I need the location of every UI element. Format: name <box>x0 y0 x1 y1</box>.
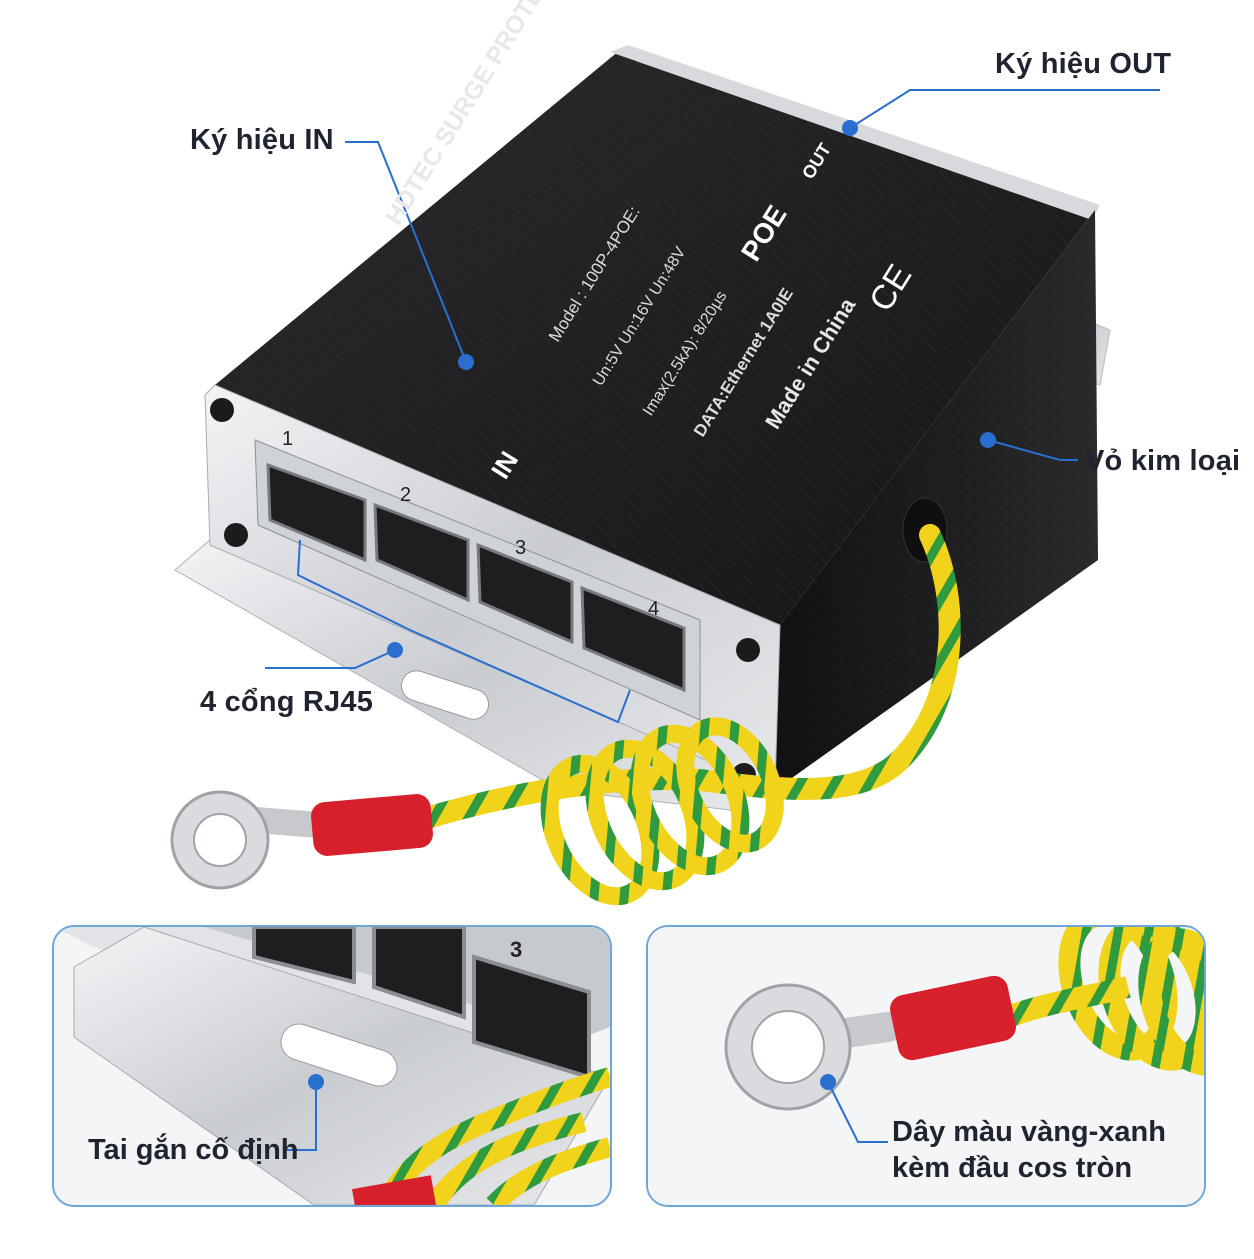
inset-ground-cable: Dây màu vàng-xanh kèm đầu cos tròn <box>646 925 1206 1207</box>
port-number-4: 4 <box>648 598 660 620</box>
inset-cable-label-line2: kèm đầu cos tròn <box>892 1152 1133 1184</box>
ground-cable-closeup <box>648 927 1204 1205</box>
inset-mounting-ear-label: Tai gắn cố định <box>88 1134 299 1166</box>
port-number-3: 3 <box>515 537 527 559</box>
mounting-ear-closeup <box>54 927 610 1205</box>
callout-in-symbol: Ký hiệu IN <box>190 124 334 156</box>
inset-cable-label-line1: Dây màu vàng-xanh <box>892 1116 1166 1148</box>
port-number-2: 2 <box>400 484 412 506</box>
callout-metal-case: Vỏ kim loại <box>1085 445 1241 477</box>
callout-rj45-ports: 4 cổng RJ45 <box>200 686 374 718</box>
inset-mounting-ear: 3 Tai gắn cố định <box>52 925 612 1207</box>
port-number-1: 1 <box>282 428 294 450</box>
inset-port-number-3: 3 <box>510 937 523 962</box>
callout-out-symbol: Ký hiệu OUT <box>995 48 1172 80</box>
